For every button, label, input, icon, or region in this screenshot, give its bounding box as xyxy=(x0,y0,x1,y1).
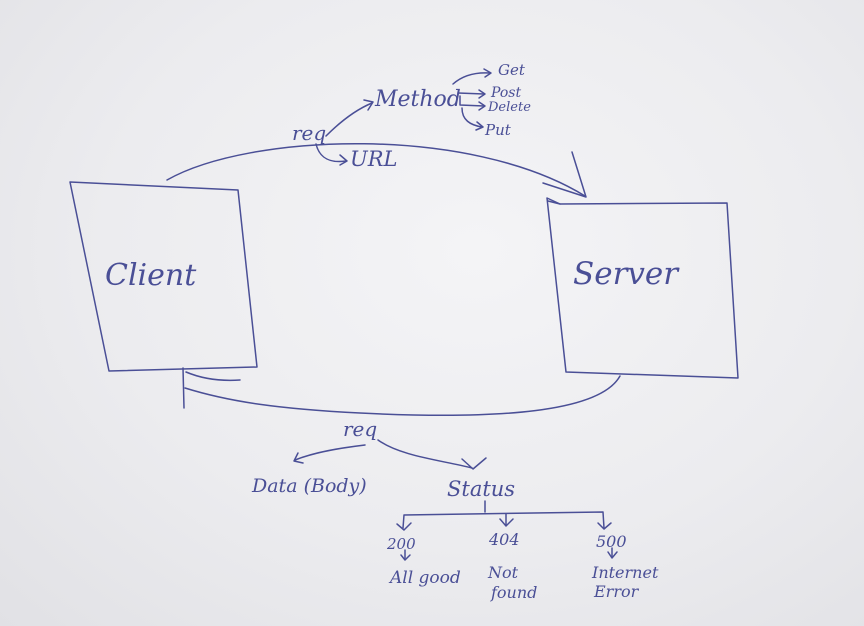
status-code-200: 200 xyxy=(386,535,416,553)
response-label: req xyxy=(343,417,377,441)
status-desc-500-line1: Internet xyxy=(591,563,659,582)
method-option-get: Get xyxy=(498,61,526,79)
data-body-label: Data (Body) xyxy=(251,475,367,497)
response-arrow xyxy=(182,367,621,417)
method-option-delete: Delete xyxy=(487,100,531,115)
method-options-arrows xyxy=(452,68,492,131)
request-branches xyxy=(315,99,374,166)
status-code-500: 500 xyxy=(596,532,627,551)
client-box xyxy=(69,181,258,372)
status-label: Status xyxy=(447,477,515,501)
method-option-put: Put xyxy=(484,121,512,139)
status-desc-500-line2: Error xyxy=(593,582,640,601)
request-label: req xyxy=(292,121,326,145)
status-desc-200: All good xyxy=(388,568,461,588)
status-tree xyxy=(396,500,618,561)
client-label: Client xyxy=(105,258,197,293)
server-box xyxy=(546,197,739,379)
method-label: Method xyxy=(374,87,461,112)
response-branches xyxy=(293,439,487,470)
method-option-post: Post xyxy=(490,85,521,101)
server-label: Server xyxy=(573,256,680,292)
status-desc-404-line1: Not xyxy=(487,563,519,582)
request-arrow xyxy=(166,143,587,198)
status-code-404: 404 xyxy=(488,530,520,549)
url-label: URL xyxy=(350,147,397,171)
status-desc-404-line2: found xyxy=(490,583,537,602)
